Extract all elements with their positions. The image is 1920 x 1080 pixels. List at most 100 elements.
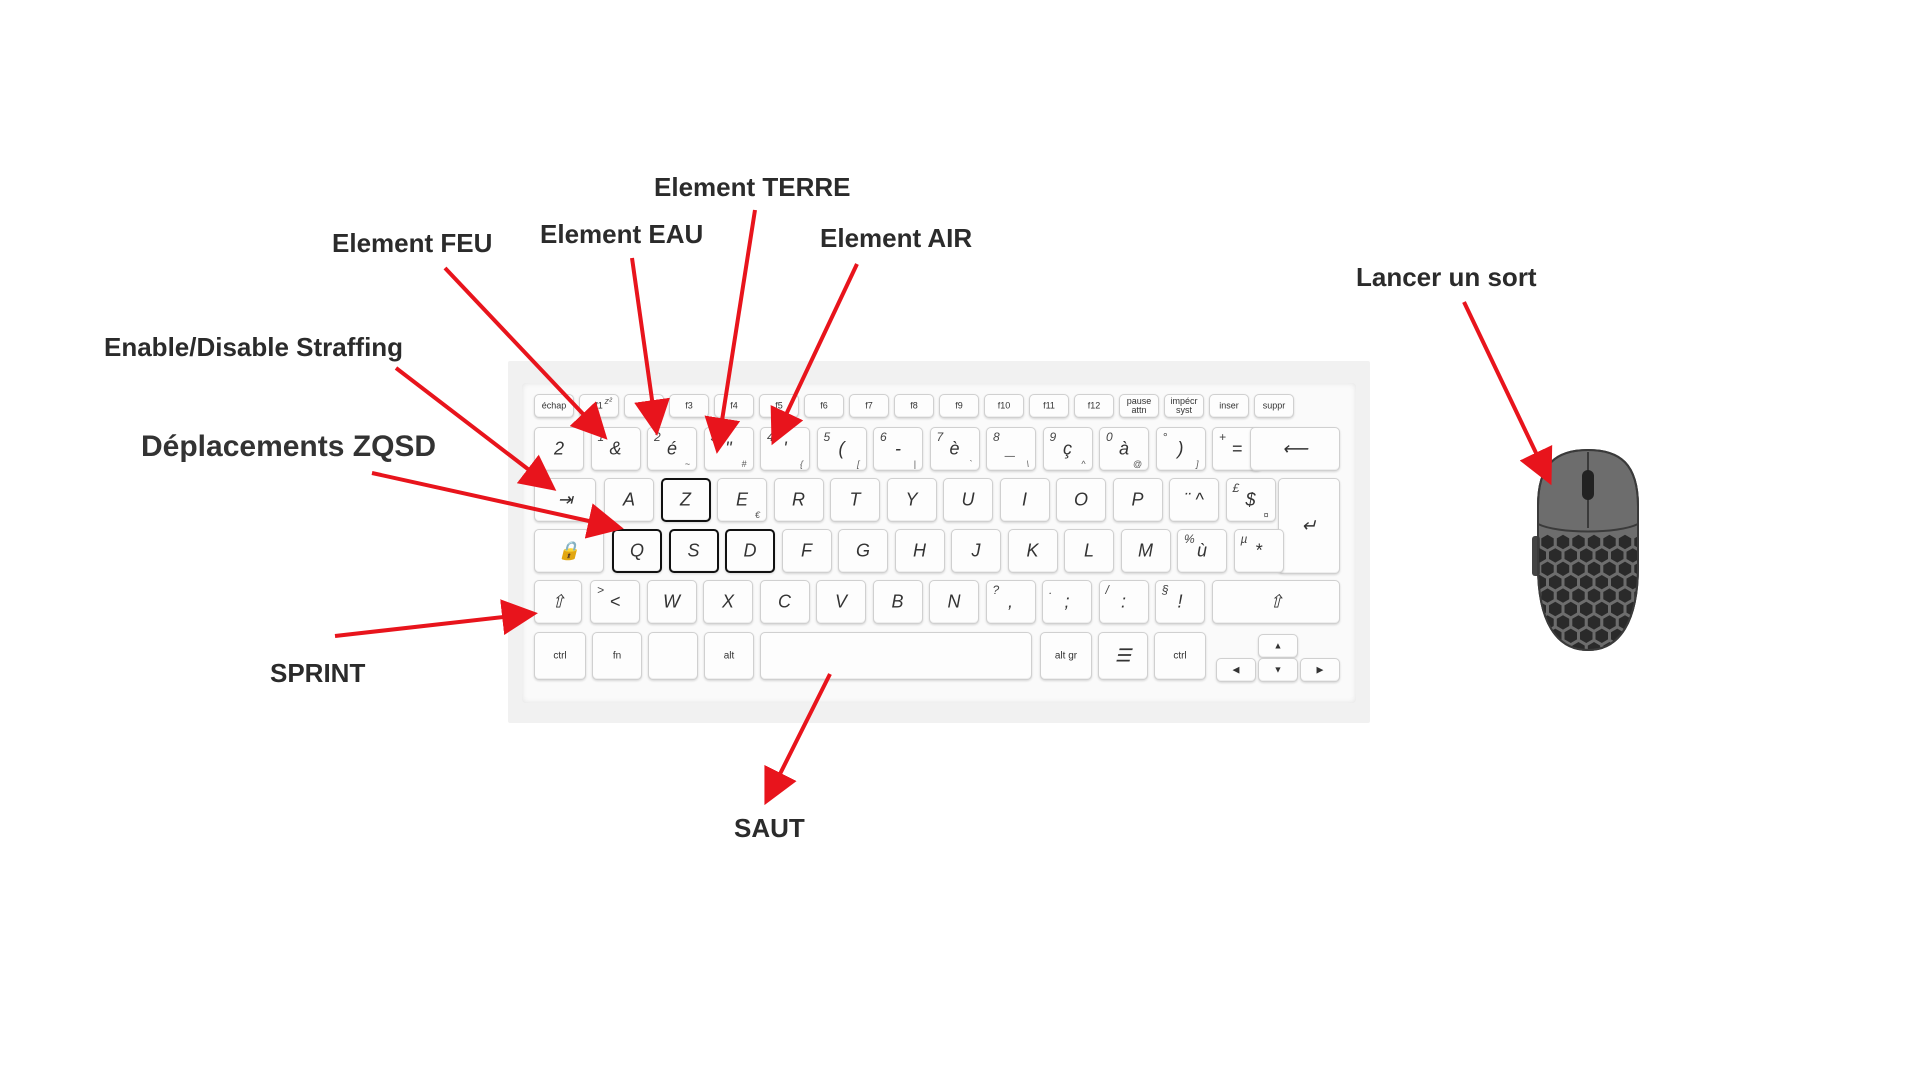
key-label: S [687, 540, 700, 561]
key-label: suppr [1262, 400, 1286, 411]
honeycomb-cell [1572, 561, 1585, 576]
key-arrow-right: ▶ [1300, 658, 1340, 682]
key-label: G [855, 540, 870, 561]
key-label: f7 [865, 400, 873, 411]
honeycomb-cell [1572, 615, 1585, 630]
key-label: - [895, 438, 901, 459]
honeycomb-cell [1587, 615, 1601, 630]
key-secondary-label: ? [992, 583, 1000, 597]
key-tertiary-label: ~ [684, 459, 690, 469]
honeycomb-cell [1611, 548, 1624, 563]
key-colon: :/ [1098, 580, 1149, 624]
key-tertiary-label: ¤ [1263, 510, 1269, 520]
key-v: V [816, 580, 866, 624]
key-label: X [721, 591, 734, 612]
key-q: Q [612, 529, 662, 573]
honeycomb-cell [1556, 561, 1570, 576]
key-label: Q [629, 540, 644, 561]
key-label: pause attn [1126, 396, 1152, 415]
key-sym: (5[ [816, 427, 867, 471]
key-secondary-label: 9 [1049, 430, 1057, 444]
honeycomb-cell [1572, 588, 1585, 603]
key-pause: pause attn [1119, 394, 1159, 418]
key-ctrl-right: ctrl [1154, 632, 1206, 680]
key-comma: ,? [985, 580, 1036, 624]
key-label: C [778, 591, 791, 612]
key-tertiary-label: ] [1195, 459, 1199, 469]
honeycomb-cell [1580, 548, 1593, 563]
key-u: U [943, 478, 993, 522]
key-h: H [894, 529, 945, 573]
key-tertiary-label: € [754, 510, 760, 520]
key-label: è [949, 438, 960, 459]
arrow-saut [764, 673, 832, 806]
key-label: R [792, 489, 805, 510]
key-tertiary-label: \ [1026, 459, 1029, 469]
key-secondary-label: 0 [1106, 430, 1113, 444]
honeycomb-cell [1618, 561, 1632, 576]
key-x: X [703, 580, 753, 624]
key-z: Z [660, 478, 711, 522]
key-label: échap [541, 400, 567, 411]
honeycomb-cell [1611, 601, 1624, 617]
key-label: T [849, 489, 861, 510]
key-tertiary-label: ^ [1081, 459, 1086, 469]
honeycomb-cell [1538, 575, 1546, 590]
label-element-feu: Element FEU [332, 228, 493, 258]
key-label: à [1118, 438, 1129, 459]
honeycomb-cell [1556, 534, 1570, 550]
scroll-wheel [1582, 470, 1594, 500]
key-label: N [947, 591, 961, 612]
key-sym: -6| [873, 427, 923, 471]
key-f12: f12 [1074, 394, 1114, 418]
key-s: S [668, 529, 719, 573]
key-label: W [663, 591, 680, 612]
key-label: 2 [553, 438, 564, 459]
key-label: I [1021, 489, 1027, 510]
label-straffing: Enable/Disable Straffing [104, 332, 404, 362]
key-tertiary-label: ` [969, 459, 973, 469]
key-less-than: <> [590, 580, 640, 624]
label-element-air: Element AIR [820, 223, 973, 253]
key-f10: f10 [984, 394, 1024, 418]
key-label: < [609, 591, 621, 612]
key-label: ↵ [1301, 515, 1317, 536]
key-label: _ [1005, 438, 1016, 459]
key-label: impécr syst [1170, 396, 1198, 415]
key-secondary-label: 8 [993, 430, 1000, 444]
key-u-grave: ù% [1177, 529, 1227, 573]
key-w: W [646, 580, 697, 624]
honeycomb-cell [1626, 548, 1638, 563]
key-label: & [609, 438, 622, 459]
key-label: Z [680, 489, 691, 510]
key-f3: f3 [669, 394, 709, 418]
key-alt-label: z² [604, 396, 613, 406]
honeycomb-cell [1564, 548, 1577, 563]
key-f4: f4 [714, 394, 754, 418]
key-label: M [1138, 540, 1153, 561]
key-p: P [1112, 478, 1163, 522]
key-label: ◀ [1232, 664, 1240, 675]
honeycomb-cell [1556, 588, 1570, 603]
key-alt: alt [704, 632, 754, 680]
key-label: Y [905, 489, 918, 510]
key-c: C [759, 580, 810, 624]
label-element-eau: Element EAU [540, 219, 704, 249]
key-label: ! [1177, 591, 1183, 612]
key-label: ctrl [553, 650, 567, 662]
key-f7: f7 [849, 394, 889, 418]
key-label: , [1007, 591, 1013, 612]
key-label: L [1083, 540, 1094, 561]
honeycomb-cell [1549, 548, 1562, 563]
label-saut: SAUT [734, 813, 805, 843]
key-label: ) [1177, 438, 1184, 459]
key-label: f12 [1087, 400, 1101, 411]
honeycomb-cell [1603, 588, 1616, 603]
key-y: Y [886, 478, 937, 522]
honeycomb-cell [1564, 601, 1577, 617]
key-semicolon: ;. [1042, 580, 1092, 624]
key-alt-gr: alt gr [1040, 632, 1092, 680]
key-fn: fn [592, 632, 642, 680]
